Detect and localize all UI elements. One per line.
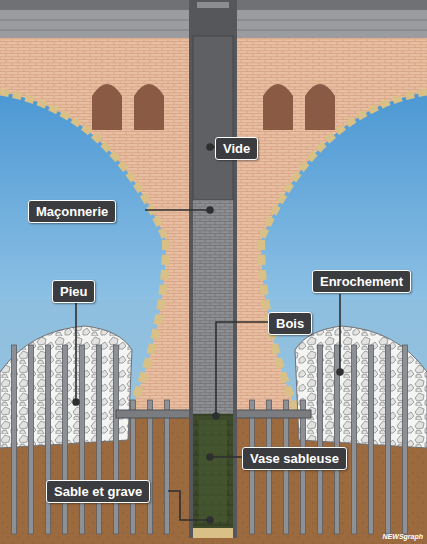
timber-frame (193, 414, 233, 528)
pile (318, 345, 323, 534)
pile (165, 400, 170, 534)
leader-dot (73, 399, 79, 405)
callout-label: Vase sableuse (242, 447, 347, 470)
leader-dot (213, 413, 219, 419)
pile (386, 345, 391, 534)
sand-gravel-sample (193, 528, 233, 538)
pile (148, 400, 153, 534)
leader-dot (337, 369, 343, 375)
callout-label: Maçonnerie (28, 200, 116, 223)
callout-label: Pieu (52, 280, 95, 303)
leader-dot (207, 207, 213, 213)
pile (63, 345, 68, 534)
void (193, 36, 233, 200)
leader-dot (207, 144, 213, 150)
pile (46, 345, 51, 534)
spandrel-openings (92, 84, 164, 130)
pile (369, 345, 374, 534)
sandy-silt (199, 420, 227, 522)
leader-line (210, 456, 242, 458)
masonry-core (193, 200, 233, 414)
leader-line (168, 491, 210, 520)
leader-line (145, 209, 210, 211)
pile (114, 345, 119, 534)
pier-quoins (128, 240, 166, 416)
pile (403, 345, 408, 534)
leader-line (339, 294, 341, 372)
callout-label: Enrochement (312, 270, 411, 293)
callout-label: Bois (268, 312, 312, 335)
leader-dot (207, 517, 213, 523)
pile (12, 345, 17, 534)
watermark: NEWSgraph (383, 533, 423, 540)
spandrel-openings (263, 84, 335, 130)
callout-label: Sable et grave (46, 480, 150, 503)
pile (131, 400, 136, 534)
leader-line (75, 302, 77, 402)
deck-cap (197, 2, 229, 8)
callout-label: Vide (215, 137, 258, 160)
leader-line (216, 322, 268, 416)
leader-dot (207, 454, 213, 460)
pile (29, 345, 34, 534)
pile (352, 345, 357, 534)
pile (97, 345, 102, 534)
pile (80, 345, 85, 534)
